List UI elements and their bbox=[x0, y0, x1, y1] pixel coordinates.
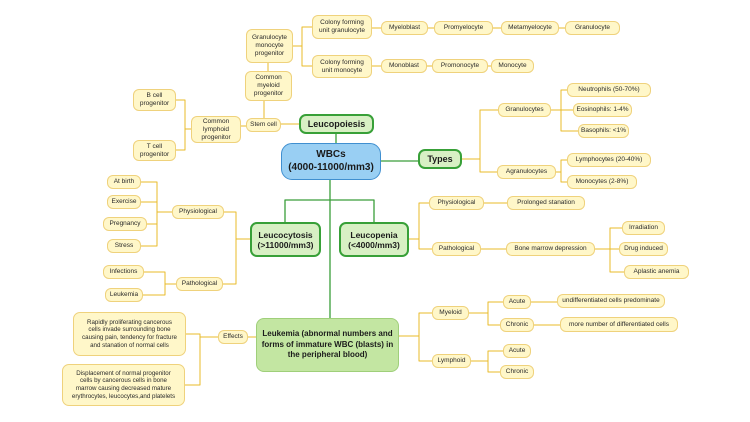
connector-agranulocytes-subtypes bbox=[555, 159, 568, 183]
myeloid-chronic-node: Chronic bbox=[500, 318, 534, 332]
myeloid-leukemia-node: Myeloid bbox=[432, 306, 469, 320]
lymphoid-leukemia-node: Lymphoid bbox=[432, 354, 471, 368]
connector-myeloid-subtypes bbox=[468, 301, 504, 326]
cfu-monocyte-node: Colony forming unit monocyte bbox=[312, 55, 372, 78]
basophils-node: Basophils: <1% bbox=[578, 124, 629, 138]
prolonged-stanation-node: Prolonged stanation bbox=[507, 196, 585, 210]
types-node: Types bbox=[418, 149, 462, 169]
leukemia-effects-node: Effects bbox=[218, 330, 248, 344]
connector-leukemia-types bbox=[398, 312, 433, 362]
undifferentiated-cells-node: undifferentiated cells predominate bbox=[557, 294, 665, 308]
aplastic-anemia-node: Aplastic anemia bbox=[624, 265, 689, 279]
granulocyte-node: Granulocyte bbox=[565, 21, 620, 35]
common-myeloid-progenitor-node: Common myeloid progenitor bbox=[245, 71, 292, 101]
stress-node: Stress bbox=[107, 239, 141, 253]
leucocytosis-node: Leucocytosis (>11000/mm3) bbox=[250, 222, 321, 257]
monocyte-node: Monocyte bbox=[491, 59, 534, 73]
pregnancy-node: Pregnancy bbox=[103, 217, 147, 231]
exercise-node: Exercise bbox=[107, 195, 141, 209]
connector-pathological-items bbox=[142, 271, 177, 296]
connector-lymphoid-b-t bbox=[175, 99, 192, 151]
eosinophils-node: Eosinophils: 1-4% bbox=[573, 103, 632, 117]
metamyelocyte-node: Metamyelocyte bbox=[501, 21, 559, 35]
effect-bone-invasion-node: Rapidly proliferating cancerous cells in… bbox=[73, 312, 186, 356]
cfu-granulocyte-node: Colony forming unit granulocyte bbox=[312, 15, 372, 39]
leucocytosis-pathological-node: Pathological bbox=[176, 277, 223, 291]
connector-bone-marrow-subcauses bbox=[594, 227, 625, 273]
promyelocyte-node: Promyelocyte bbox=[434, 21, 493, 35]
connector-leucopenia-causes bbox=[408, 202, 433, 250]
agranulocytes-node: Agranulocytes bbox=[497, 165, 556, 179]
connector-lymphoid-subtypes bbox=[470, 350, 504, 373]
leucopenia-node: Leucopenia (<4000/mm3) bbox=[339, 222, 409, 257]
connector-effects-items bbox=[184, 333, 219, 386]
leucopoiesis-node: Leucopoiesis bbox=[299, 114, 374, 134]
wbcs-title: WBCs bbox=[316, 149, 346, 160]
wbcs-normal-range: (4000-11000/mm3) bbox=[288, 161, 374, 173]
wbcs-central-node: WBCs (4000-11000/mm3) bbox=[281, 143, 381, 180]
b-cell-progenitor-node: B cell progenitor bbox=[133, 89, 176, 111]
irradiation-node: Irradiation bbox=[622, 221, 665, 235]
myeloblast-node: Myeloblast bbox=[381, 21, 428, 35]
common-lymphoid-progenitor-node: Common lymphoid progenitor bbox=[191, 116, 241, 143]
lymphoid-chronic-node: Chronic bbox=[500, 365, 534, 379]
infections-node: Infections bbox=[103, 265, 144, 279]
connector-physiological-items bbox=[140, 181, 173, 247]
connector-leucocytosis-causes bbox=[222, 211, 251, 285]
stem-cell-node: Stem cell bbox=[246, 118, 281, 132]
monoblast-node: Monoblast bbox=[381, 59, 427, 73]
effect-marrow-displacement-node: Displacement of normal progenitor cells … bbox=[62, 364, 185, 406]
lymphocytes-node: Lymphocytes (20-40%) bbox=[567, 153, 651, 167]
lymphoid-acute-node: Acute bbox=[503, 344, 531, 358]
bone-marrow-depression-node: Bone marrow depression bbox=[506, 242, 595, 256]
connector-wbcs-leucocytosis-leucopenia bbox=[284, 199, 375, 223]
myeloid-acute-node: Acute bbox=[503, 295, 531, 309]
leukemia-node: Leukemia (abnormal numbers and forms of … bbox=[256, 318, 399, 372]
connector-types-groups bbox=[461, 109, 499, 173]
leukemia-cause-node: Leukemia bbox=[105, 288, 143, 302]
monocytes-percent-node: Monocytes (2-8%) bbox=[567, 175, 637, 189]
connector-granulocytes-subtypes bbox=[550, 89, 579, 132]
connector-gmp-cfu bbox=[292, 26, 313, 67]
leucopenia-physiological-node: Physiological bbox=[429, 196, 484, 210]
leucocytosis-physiological-node: Physiological bbox=[172, 205, 224, 219]
granulocyte-monocyte-progenitor-node: Granulocyte monocyte progenitor bbox=[246, 29, 293, 63]
granulocytes-node: Granulocytes bbox=[498, 103, 551, 117]
differentiated-cells-node: more number of differentiated cells bbox=[560, 317, 678, 332]
promonocyte-node: Promonocyte bbox=[432, 59, 488, 73]
drug-induced-node: Drug induced bbox=[619, 242, 668, 256]
leucopenia-pathological-node: Pathological bbox=[432, 242, 481, 256]
t-cell-progenitor-node: T cell progenitor bbox=[133, 140, 176, 161]
at-birth-node: At birth bbox=[107, 175, 141, 189]
neutrophils-node: Neutrophils (50-70%) bbox=[567, 83, 651, 97]
